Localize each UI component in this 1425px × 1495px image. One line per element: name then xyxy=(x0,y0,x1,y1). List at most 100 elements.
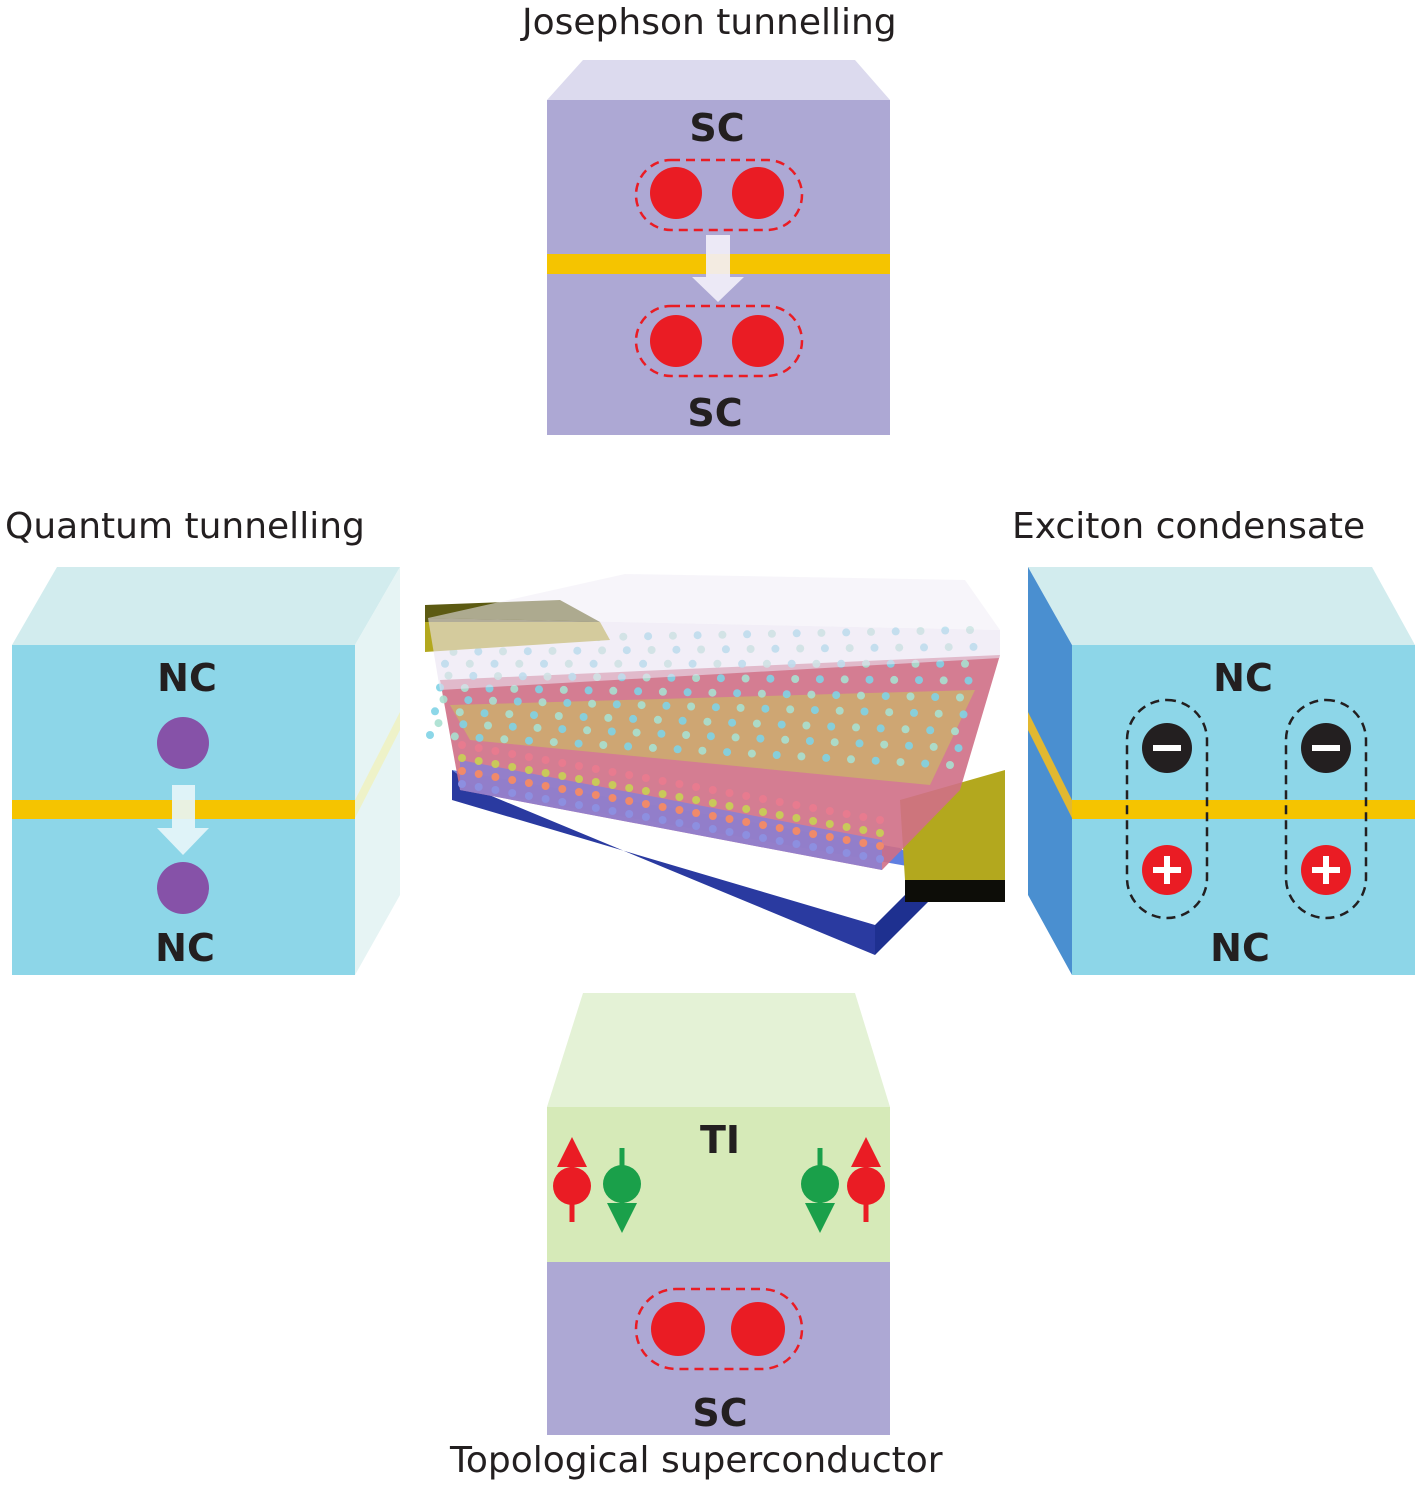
lattice-atom xyxy=(491,747,500,755)
lattice-atom xyxy=(781,735,790,744)
lattice-atom xyxy=(508,776,517,784)
right-electrode-edge xyxy=(905,880,1005,902)
lattice-atom xyxy=(687,702,696,711)
lattice-atom xyxy=(541,795,550,803)
lattice-atom xyxy=(840,675,849,684)
lattice-atom xyxy=(658,816,667,824)
lattice-atom xyxy=(832,691,841,700)
lattice-atom xyxy=(772,751,781,759)
lattice-atom xyxy=(708,786,717,794)
minus-sign xyxy=(1153,745,1181,751)
lattice-atom xyxy=(859,826,868,834)
lattice-atom xyxy=(759,834,767,842)
lattice-atom xyxy=(648,743,657,752)
lattice-atom xyxy=(859,852,868,860)
lattice-atom xyxy=(731,733,740,742)
lattice-atom xyxy=(484,721,492,730)
lattice-atom xyxy=(583,726,592,735)
lattice-atom xyxy=(464,696,473,705)
lattice-atom xyxy=(857,691,865,700)
lattice-atom xyxy=(524,779,533,787)
lattice-atom xyxy=(658,777,667,785)
lattice-atom xyxy=(915,676,923,685)
lattice-atom xyxy=(575,788,583,796)
lattice-atom xyxy=(842,823,851,831)
lattice-atom xyxy=(742,818,751,826)
lattice-atom xyxy=(791,675,800,683)
lattice-atom xyxy=(608,807,617,815)
cooper-pair-outline xyxy=(634,1287,804,1371)
lattice-atom xyxy=(782,690,791,699)
lattice-atom xyxy=(455,708,464,717)
label-nc-upper: NC xyxy=(157,656,217,700)
lattice-atom xyxy=(876,816,884,824)
cooper-electron xyxy=(732,167,784,219)
lattice-atom xyxy=(692,809,701,817)
lattice-atom xyxy=(634,687,643,696)
cooper-electron xyxy=(732,315,784,367)
lattice-atom xyxy=(777,720,786,729)
lattice-atom xyxy=(692,783,701,791)
lattice-atom xyxy=(675,780,684,788)
label-ti: TI xyxy=(699,1118,741,1162)
lattice-atom xyxy=(964,676,973,685)
lattice-atom xyxy=(458,780,466,788)
lattice-atom xyxy=(807,690,816,699)
lattice-atom xyxy=(896,758,905,767)
lattice-atom xyxy=(786,705,795,714)
lattice-atom xyxy=(815,675,824,684)
lattice-atom xyxy=(708,799,717,807)
lattice-atom xyxy=(608,794,617,802)
lattice-atom xyxy=(609,686,618,695)
caption-quantum-tunnelling: Quantum tunnelling xyxy=(5,506,365,547)
lattice-atom xyxy=(554,712,563,720)
lattice-atom xyxy=(612,700,621,709)
lattice-atom xyxy=(533,723,542,732)
lattice-atom xyxy=(574,739,583,748)
lattice-atom xyxy=(591,778,600,786)
lattice-atom xyxy=(876,842,884,850)
cooper-electron xyxy=(650,167,702,219)
lattice-atom xyxy=(588,699,597,708)
lattice-atom xyxy=(859,839,868,847)
lattice-atom xyxy=(805,737,814,745)
exciton-outline xyxy=(1125,698,1209,920)
lattice-atom xyxy=(775,837,784,845)
lattice-atom xyxy=(575,801,583,809)
lattice-atom xyxy=(728,718,737,727)
lattice-atom xyxy=(939,676,948,685)
lattice-atom xyxy=(766,674,775,683)
cooper-pair-outline-lower xyxy=(634,304,804,378)
lattice-atom xyxy=(431,707,439,716)
lattice-atom xyxy=(641,800,650,808)
lattice-atom xyxy=(859,813,868,821)
lattice-atom xyxy=(675,806,684,814)
cooper-electron xyxy=(651,1302,705,1356)
lattice-atom xyxy=(491,773,500,781)
lattice-atom xyxy=(475,733,484,742)
spin-up-electron xyxy=(553,1167,591,1205)
lattice-atom xyxy=(959,710,968,719)
lattice-atom xyxy=(698,746,707,755)
lattice-atom xyxy=(558,759,567,767)
lattice-atom xyxy=(759,821,767,829)
lattice-atom xyxy=(825,807,834,815)
lattice-atom xyxy=(625,784,634,792)
lattice-atom xyxy=(742,792,751,800)
label-sc-upper: SC xyxy=(689,106,745,150)
lattice-atom xyxy=(604,713,613,722)
lattice-atom xyxy=(825,820,834,828)
lattice-atom xyxy=(591,765,600,773)
lattice-atom xyxy=(926,726,935,735)
lattice-atom xyxy=(625,810,634,818)
lattice-atom xyxy=(822,753,831,762)
device-illustration xyxy=(425,574,1005,955)
lattice-atom xyxy=(905,741,913,750)
lattice-atom xyxy=(682,731,691,739)
lattice-atom xyxy=(641,813,650,821)
lattice-atom xyxy=(921,759,930,768)
lattice-atom xyxy=(842,849,851,857)
lattice-atom xyxy=(756,734,765,743)
lattice-atom xyxy=(747,749,756,758)
lattice-atom xyxy=(535,685,543,694)
